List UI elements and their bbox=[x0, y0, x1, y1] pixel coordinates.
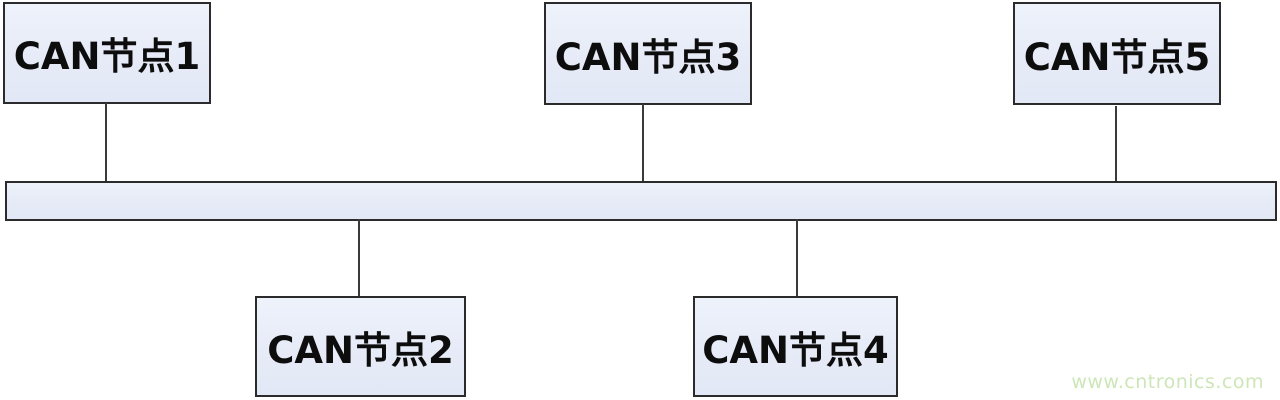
connector-node1-bus bbox=[105, 103, 107, 182]
node-can-1: CAN节点1 bbox=[3, 2, 211, 104]
node-can-3: CAN节点3 bbox=[544, 2, 752, 105]
node-can-4: CAN节点4 bbox=[693, 296, 898, 397]
connector-node3-bus bbox=[642, 104, 644, 182]
node-can-2-label: CAN节点2 bbox=[267, 328, 454, 372]
node-can-4-label: CAN节点4 bbox=[702, 328, 889, 372]
can-bus-bar bbox=[5, 181, 1277, 221]
node-can-2: CAN节点2 bbox=[255, 296, 466, 397]
node-can-5-label: CAN节点5 bbox=[1023, 35, 1211, 79]
connector-bus-node4 bbox=[796, 219, 798, 297]
connector-bus-node2 bbox=[358, 219, 360, 297]
connector-node5-bus bbox=[1115, 106, 1117, 182]
watermark-text: www.cntronics.com bbox=[1071, 371, 1264, 393]
node-can-5: CAN节点5 bbox=[1013, 2, 1221, 105]
node-can-3-label: CAN节点3 bbox=[554, 35, 742, 79]
node-can-1-label: CAN节点1 bbox=[13, 35, 201, 78]
